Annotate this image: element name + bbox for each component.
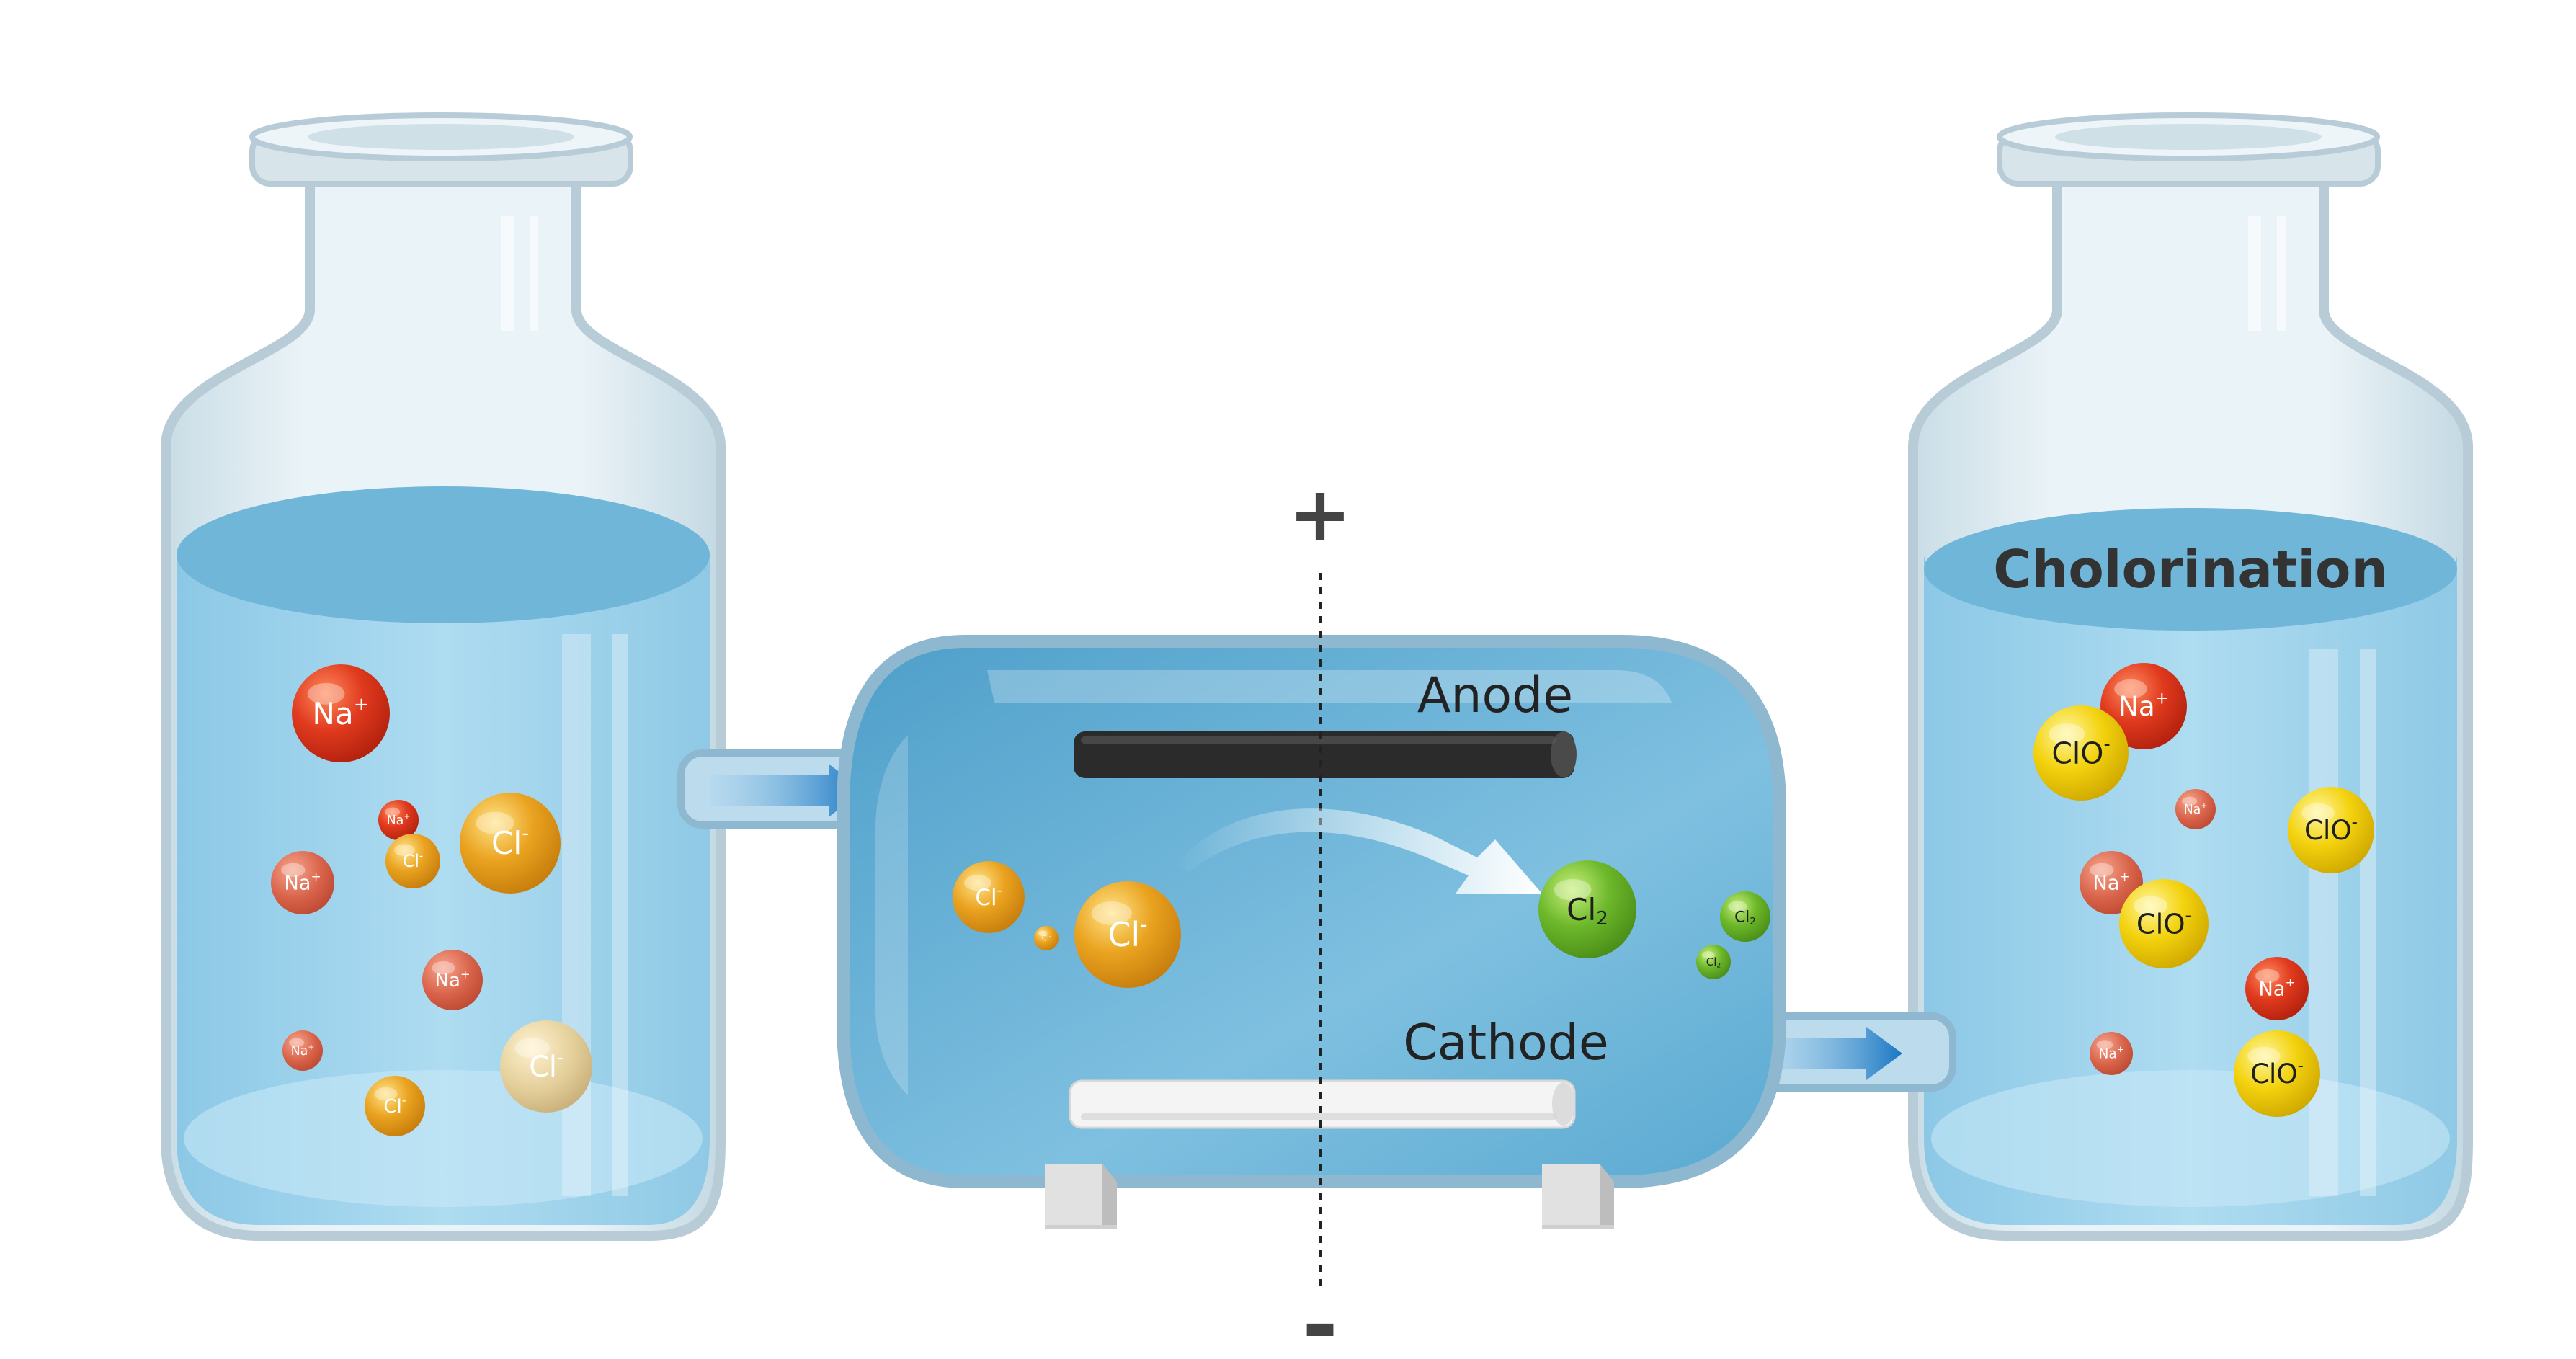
- sodium-ion: Na+: [2175, 789, 2216, 829]
- sodium-ion: Na+: [2245, 957, 2309, 1020]
- chlorine-molecule-highlight: [1728, 901, 1747, 912]
- sodium-ion-highlight: [2096, 1040, 2113, 1050]
- chloride-ion: Cl-: [953, 861, 1025, 933]
- chloride-ion-label: Cl-: [1042, 933, 1051, 943]
- reaction-arrow: [1175, 808, 1542, 894]
- sodium-ion-sphere: [2175, 789, 2216, 829]
- hypochlorite-ion-highlight: [2049, 723, 2085, 745]
- chloride-ion-highlight: [374, 1087, 398, 1101]
- outlet-pipe: [1747, 1012, 1956, 1092]
- sodium-ion-sphere: [2100, 663, 2187, 749]
- chlorine-molecule-sphere: [1720, 891, 1770, 942]
- chloride-ion-sphere: [500, 1020, 592, 1113]
- flow-arrow-in: [710, 764, 863, 817]
- sodium-ion: Na+: [292, 664, 390, 762]
- chlorine-molecule-sphere: [1538, 860, 1636, 958]
- hypochlorite-ion: ClO-: [2119, 879, 2209, 968]
- sodium-ion-highlight: [432, 961, 455, 975]
- chloride-ion-highlight: [394, 844, 416, 857]
- sodium-ion-sphere: [422, 950, 483, 1010]
- chloride-ion: Cl-: [1034, 926, 1059, 950]
- electrolysis-cell: [837, 635, 1786, 1229]
- anode-label: Anode: [1417, 667, 1573, 724]
- chloride-ion-sphere: [365, 1076, 425, 1136]
- sodium-ion-highlight: [2255, 968, 2280, 984]
- sodium-ion-sphere: [2245, 957, 2309, 1020]
- inlet-pipe: [677, 749, 879, 829]
- chloride-ion-highlight: [476, 811, 514, 834]
- chloride-ion-sphere: [385, 834, 440, 888]
- chloride-ion-sphere: [1074, 881, 1181, 988]
- chlorine-molecule: Cl2: [1538, 860, 1636, 958]
- sodium-ion-sphere: [378, 800, 419, 840]
- sodium-ion: Na+: [282, 1030, 323, 1071]
- sodium-ion: Na+: [2100, 663, 2187, 749]
- chlorine-molecule-sphere: [1696, 945, 1731, 979]
- hypochlorite-ion: ClO-: [2033, 705, 2129, 801]
- chlorination-label: Cholorination: [1993, 539, 2388, 600]
- cathode-electrode: [1069, 1079, 1576, 1129]
- sodium-ion: Na+: [271, 851, 334, 914]
- negative-terminal-sign: -: [1302, 1275, 1338, 1359]
- chloride-ion-highlight: [1091, 901, 1132, 925]
- left-bottle: [161, 112, 726, 1241]
- chloride-ion: Cl-: [1074, 881, 1181, 988]
- sodium-ion-label: Na+: [2099, 1044, 2124, 1061]
- cathode-label: Cathode: [1403, 1015, 1609, 1071]
- sodium-ion: Na+: [2090, 1032, 2133, 1075]
- chlorine-molecule-highlight: [1701, 951, 1715, 959]
- sodium-ion-highlight: [384, 807, 401, 816]
- hypochlorite-ion-highlight: [2247, 1046, 2281, 1066]
- hypochlorite-ion-sphere: [2288, 787, 2374, 873]
- hypochlorite-ion-label: ClO-: [2304, 813, 2358, 846]
- hypochlorite-ion-label: ClO-: [2136, 905, 2191, 940]
- flow-arrow-out: [1758, 1027, 1902, 1080]
- hypochlorite-ion-sphere: [2234, 1030, 2320, 1117]
- sodium-ion-highlight: [288, 1038, 305, 1047]
- sodium-ion-sphere: [2090, 1032, 2133, 1075]
- right-bottle: [1908, 112, 2473, 1241]
- chlorine-molecule: Cl2: [1696, 945, 1731, 979]
- sodium-ion-label: Na+: [2258, 975, 2295, 1000]
- hypochlorite-ion-sphere: [2033, 705, 2129, 801]
- sodium-ion-sphere: [292, 664, 390, 762]
- chloride-ion: Cl-: [460, 793, 561, 894]
- sodium-ion-highlight: [2181, 796, 2198, 806]
- chloride-ion-sphere: [1034, 926, 1059, 950]
- sodium-ion: Na+: [378, 800, 419, 840]
- sodium-ion-highlight: [281, 863, 306, 878]
- sodium-ion-sphere: [282, 1030, 323, 1071]
- sodium-ion-sphere: [271, 851, 334, 914]
- chloride-ion-sphere: [460, 793, 561, 894]
- sodium-ion-highlight: [2090, 863, 2114, 878]
- hypochlorite-ion-label: ClO-: [2250, 1056, 2304, 1090]
- sodium-ion-highlight: [307, 682, 345, 705]
- chloride-ion-highlight: [964, 875, 991, 891]
- chloride-ion-highlight: [1038, 930, 1048, 936]
- hypochlorite-ion-sphere: [2119, 879, 2209, 968]
- chloride-ion: Cl-: [500, 1020, 592, 1113]
- hypochlorite-ion-label: ClO-: [2051, 733, 2110, 770]
- hypochlorite-ion-highlight: [2301, 803, 2335, 823]
- chloride-ion: Cl-: [385, 834, 440, 888]
- chlorine-molecule: Cl2: [1720, 891, 1770, 942]
- positive-terminal-sign: +: [1288, 471, 1352, 558]
- sodium-ion: Na+: [422, 950, 483, 1010]
- hypochlorite-ion: ClO-: [2288, 787, 2374, 873]
- chloride-ion-sphere: [953, 861, 1025, 933]
- anode-electrode: [1074, 731, 1577, 778]
- sodium-ion-highlight: [2114, 679, 2147, 699]
- chloride-ion-highlight: [514, 1038, 551, 1059]
- hypochlorite-ion-highlight: [2133, 896, 2167, 916]
- chloride-ion: Cl-: [365, 1076, 425, 1136]
- chlorine-molecule-highlight: [1554, 878, 1592, 901]
- hypochlorite-ion: ClO-: [2234, 1030, 2320, 1117]
